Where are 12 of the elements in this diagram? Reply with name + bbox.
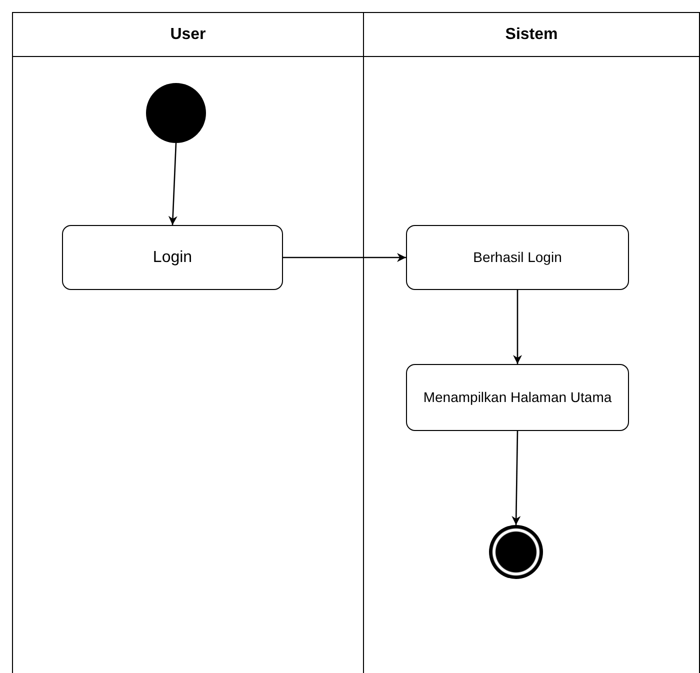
arrow: [168, 142, 178, 226]
arrow: [513, 290, 522, 364]
activity-box: Menampilkan Halaman Utama: [406, 364, 629, 431]
lane-header: Sistem: [364, 13, 699, 57]
activity-box: Berhasil Login: [406, 225, 629, 290]
activity-box: Login: [62, 225, 283, 290]
arrow: [512, 430, 521, 526]
arrow: [283, 253, 406, 262]
swimlane: [363, 12, 700, 673]
final-node: [489, 525, 543, 579]
swimlane: [12, 12, 364, 673]
lane-header: User: [13, 13, 363, 57]
